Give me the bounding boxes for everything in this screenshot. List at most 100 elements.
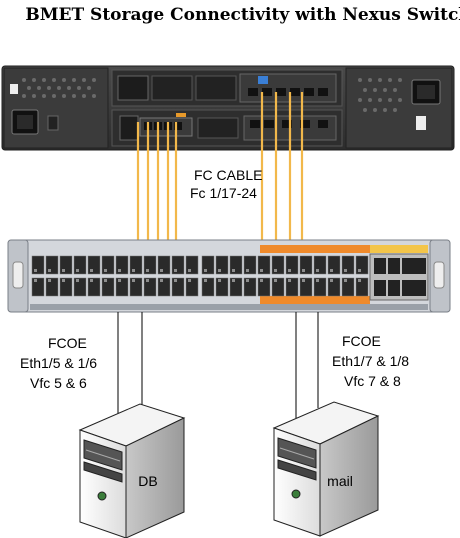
port-led-icon [344, 279, 347, 282]
port-led-icon [260, 279, 263, 282]
uplink-module [369, 253, 429, 301]
switch-port [157, 255, 171, 275]
port-led-icon [274, 279, 277, 282]
controller-bottom [111, 109, 343, 147]
switch-port [299, 277, 313, 297]
uplink-group-highlight [370, 245, 428, 253]
switch-port [327, 277, 341, 297]
storage-array [1, 65, 455, 151]
switch-port [201, 277, 215, 297]
switch-port [355, 255, 369, 275]
switch-port [143, 255, 157, 275]
status-led-icon [176, 113, 186, 117]
switch-port [257, 277, 271, 297]
port-led-icon [34, 269, 37, 272]
switch-port [299, 255, 313, 275]
server-db: DB [78, 403, 186, 538]
controller-top [111, 69, 343, 107]
nexus-switch [7, 239, 451, 313]
port-led-icon [132, 279, 135, 282]
switch-port [313, 255, 327, 275]
fcoe-left-title: FCOE [48, 335, 87, 351]
switch-port [313, 277, 327, 297]
switch-handle-icon [433, 261, 445, 289]
switch-port [87, 277, 101, 297]
switch-port [87, 255, 101, 275]
switch-port [101, 255, 115, 275]
port-led-icon [160, 279, 163, 282]
switch-port [285, 255, 299, 275]
port-led-icon [302, 279, 305, 282]
port-led-icon [232, 279, 235, 282]
switch-port [45, 255, 59, 275]
port-led-icon [302, 269, 305, 272]
port-led-icon [48, 269, 51, 272]
port-led-icon [34, 279, 37, 282]
port-led-icon [132, 269, 135, 272]
port-led-icon [260, 269, 263, 272]
fcoe-links [117, 312, 319, 418]
switch-port [143, 277, 157, 297]
port-led-icon [258, 76, 268, 84]
diagram-title: BMET Storage Connectivity with Nexus Swi… [25, 5, 460, 25]
server-db-label: DB [138, 473, 157, 489]
fcoe-left-vfc-label: Vfc 5 & 6 [30, 375, 87, 391]
switch-port [285, 277, 299, 297]
switch-port [31, 277, 45, 297]
power-supply-left [3, 67, 109, 149]
switch-port [45, 277, 59, 297]
port-led-icon [104, 269, 107, 272]
port-led-icon [218, 279, 221, 282]
fcoe-left-eth-label: Eth1/5 & 1/6 [20, 355, 97, 371]
fc-port-range-label: Fc 1/17-24 [190, 185, 257, 201]
switch-port [229, 255, 243, 275]
port-led-icon [76, 279, 79, 282]
switch-port [185, 255, 199, 275]
switch-port [201, 255, 215, 275]
port-led-icon [174, 269, 177, 272]
switch-port [355, 277, 369, 297]
switch-port [185, 277, 199, 297]
port-led-icon [288, 269, 291, 272]
switch-port [215, 255, 229, 275]
port-led-icon [274, 269, 277, 272]
port-led-icon [358, 269, 361, 272]
port-led-icon [174, 279, 177, 282]
power-led-icon [97, 491, 107, 501]
switch-port [115, 255, 129, 275]
switch-port [341, 277, 355, 297]
port-led-icon [330, 279, 333, 282]
power-supply-right [345, 67, 453, 149]
port-led-icon [246, 279, 249, 282]
switch-port [129, 255, 143, 275]
switch-port [257, 255, 271, 275]
port-led-icon [232, 269, 235, 272]
switch-port [101, 277, 115, 297]
switch-port [115, 277, 129, 297]
switch-port [157, 277, 171, 297]
port-led-icon [344, 269, 347, 272]
server-mail-label: mail [327, 473, 353, 489]
switch-port [73, 255, 87, 275]
switch-port-grid [31, 255, 369, 297]
switch-port [129, 277, 143, 297]
power-switch-icon [10, 84, 18, 94]
port-led-icon [316, 269, 319, 272]
server-mail: mail [272, 401, 380, 537]
port-led-icon [204, 269, 207, 272]
port-led-icon [146, 279, 149, 282]
switch-handle-icon [12, 261, 24, 289]
port-led-icon [90, 269, 93, 272]
switch-port [229, 277, 243, 297]
switch-port [341, 255, 355, 275]
switch-port [327, 255, 341, 275]
port-led-icon [218, 269, 221, 272]
switch-port [243, 255, 257, 275]
port-led-icon [76, 269, 79, 272]
port-led-icon [204, 279, 207, 282]
fcoe-right-vfc-label: Vfc 7 & 8 [344, 373, 401, 389]
port-led-icon [90, 279, 93, 282]
port-led-icon [188, 269, 191, 272]
switch-port [271, 277, 285, 297]
